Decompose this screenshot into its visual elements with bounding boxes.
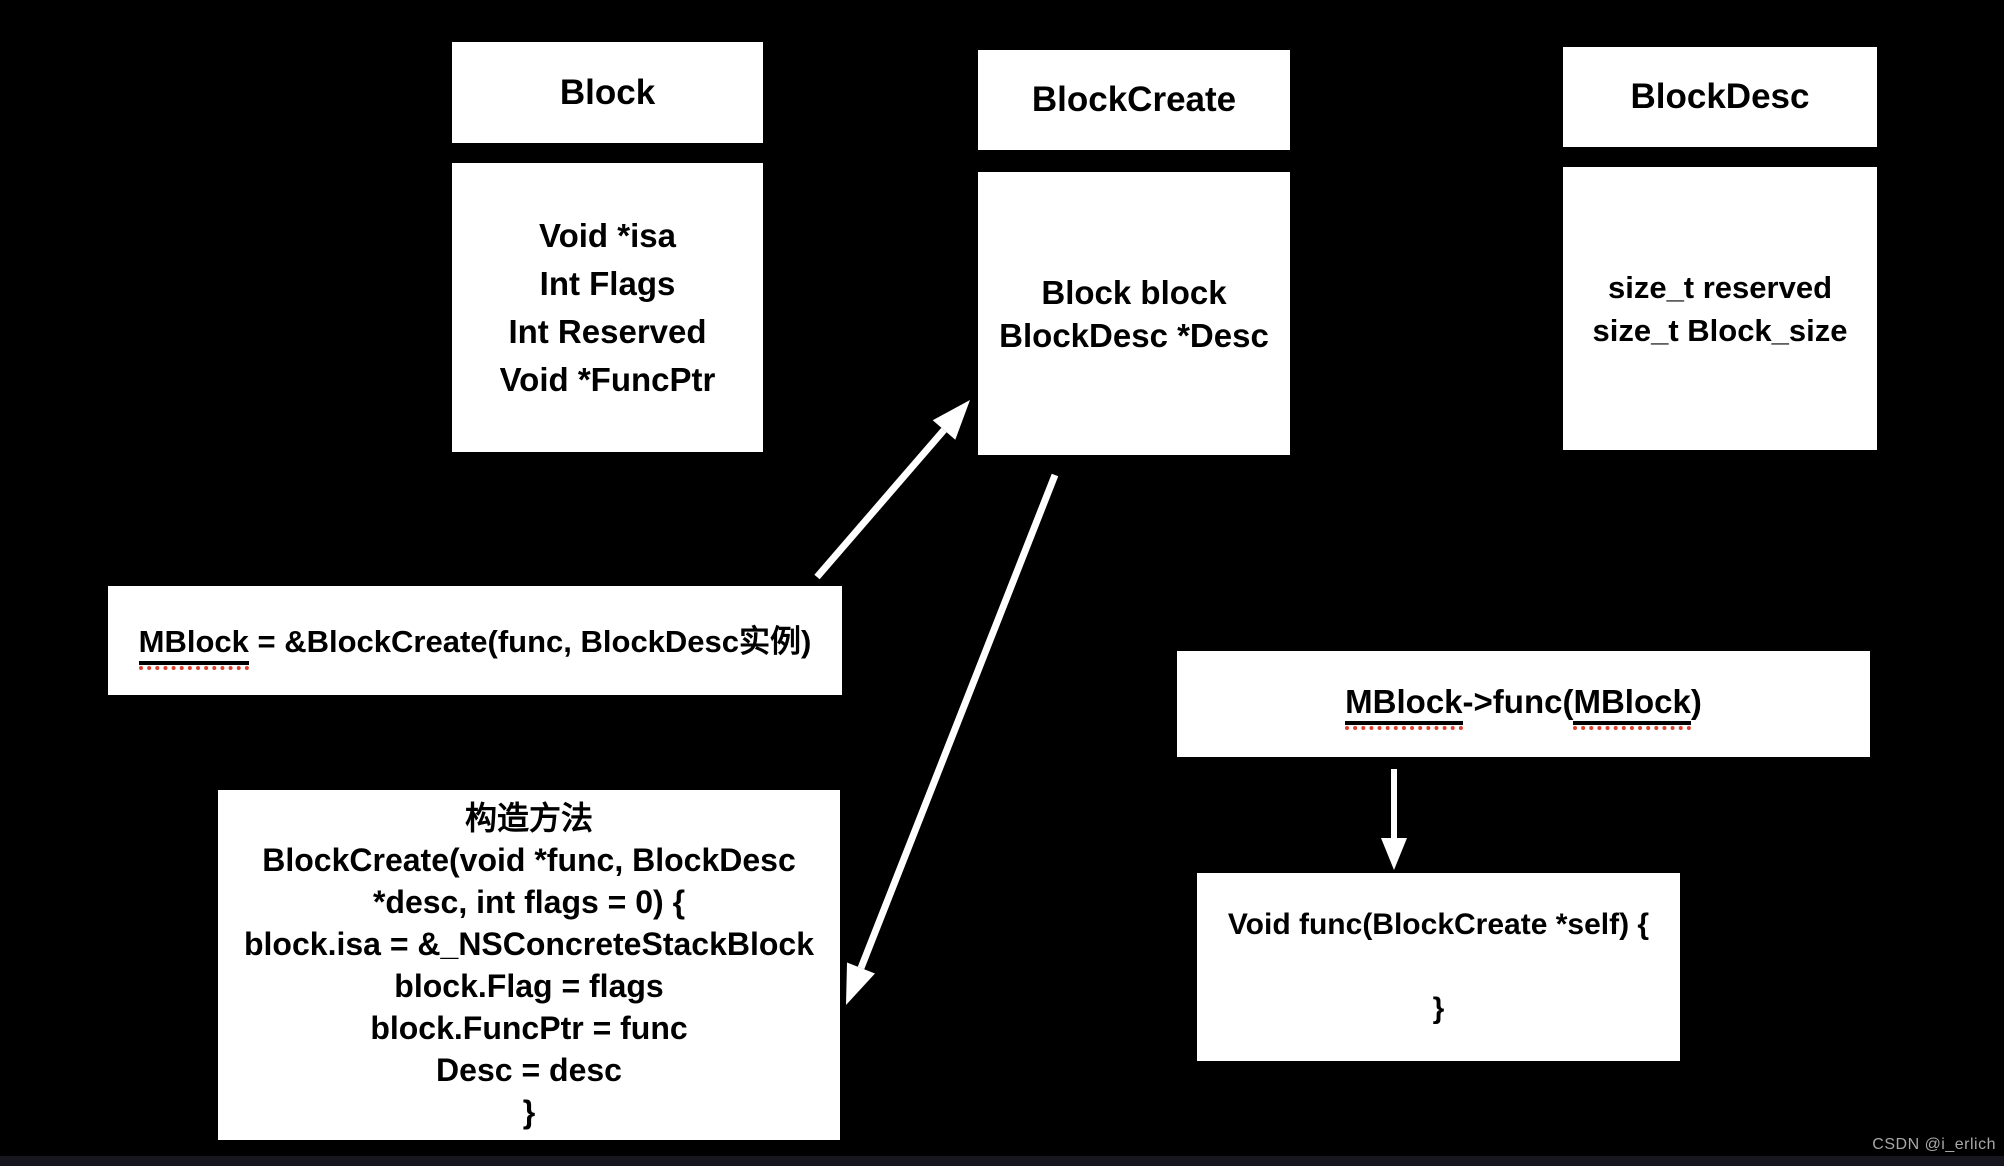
constructor-line-sig2: *desc, int flags = 0) {: [372, 884, 686, 920]
blockcreate-field-desc: BlockDesc *Desc: [999, 316, 1269, 354]
constructor-line-close: }: [522, 1094, 536, 1130]
blockdesc-struct-title: BlockDesc: [1630, 77, 1810, 116]
constructor-line-flag: block.Flag = flags: [394, 968, 664, 1004]
blockdesc-field-reserved: size_t reserved: [1607, 269, 1833, 305]
constructor-method-box: 构造方法 BlockCreate(void *func, BlockDesc *…: [218, 790, 840, 1140]
block-field-reserved: Int Reserved: [508, 312, 707, 350]
mblock-invocation-box: MBlock->func(MBlock): [1177, 651, 1870, 757]
mblock-identifier: MBlock: [1573, 683, 1692, 731]
block-field-flags: Int Flags: [539, 264, 676, 302]
funcimpl-line-close: }: [1432, 992, 1445, 1025]
invocation-end: ): [1690, 682, 1702, 720]
blockcreate-struct-fields-box: Block block BlockDesc *Desc: [978, 172, 1290, 455]
constructor-line-desc: Desc = desc: [436, 1052, 622, 1088]
arrow-invocation-to-funcimpl: [1381, 769, 1407, 870]
mblock-invocation-text: MBlock->func(MBlock): [1345, 682, 1702, 731]
block-struct-title: Block: [559, 72, 656, 112]
block-struct-fields-box: Void *isa Int Flags Int Reserved Void *F…: [452, 163, 763, 452]
invocation-middle: ->func(: [1462, 682, 1574, 720]
blockdesc-struct-title-box: BlockDesc: [1563, 47, 1877, 147]
mblock-identifier: MBlock: [1345, 683, 1463, 731]
arrow-blockcreate-to-constructor: [846, 473, 1059, 1005]
blockcreate-field-block: Block block: [1041, 273, 1227, 311]
funcimpl-line-signature: Void func(BlockCreate *self) {: [1227, 908, 1650, 941]
mblock-assignment-box: MBlock = &BlockCreate(func, BlockDesc实例): [108, 586, 842, 695]
block-struct-title-box: Block: [452, 42, 763, 143]
constructor-line-isa: block.isa = &_NSConcreteStackBlock: [243, 926, 814, 962]
assignment-rest: = &BlockCreate(func, BlockDesc实例): [248, 624, 812, 660]
arrow-assignment-to-blockcreate: [814, 400, 970, 580]
block-field-isa: Void *isa: [539, 216, 676, 254]
constructor-line-funcptr: block.FuncPtr = func: [370, 1010, 688, 1046]
blockdesc-field-blocksize: size_t Block_size: [1592, 312, 1848, 348]
func-implementation-box: Void func(BlockCreate *self) { }: [1197, 873, 1680, 1061]
mblock-identifier: MBlock: [138, 625, 250, 670]
constructor-line-sig1: BlockCreate(void *func, BlockDesc: [262, 842, 796, 878]
constructor-line-title: 构造方法: [464, 800, 593, 836]
mblock-assignment-text: MBlock = &BlockCreate(func, BlockDesc实例): [138, 616, 812, 670]
blockcreate-struct-title-box: BlockCreate: [978, 50, 1290, 150]
block-field-funcptr: Void *FuncPtr: [499, 360, 716, 398]
bottom-window-bar: [0, 1156, 2004, 1166]
csdn-watermark: CSDN @i_erlich: [1872, 1136, 1996, 1153]
blockcreate-struct-title: BlockCreate: [1031, 80, 1237, 119]
blockdesc-struct-fields-box: size_t reserved size_t Block_size: [1563, 167, 1877, 450]
